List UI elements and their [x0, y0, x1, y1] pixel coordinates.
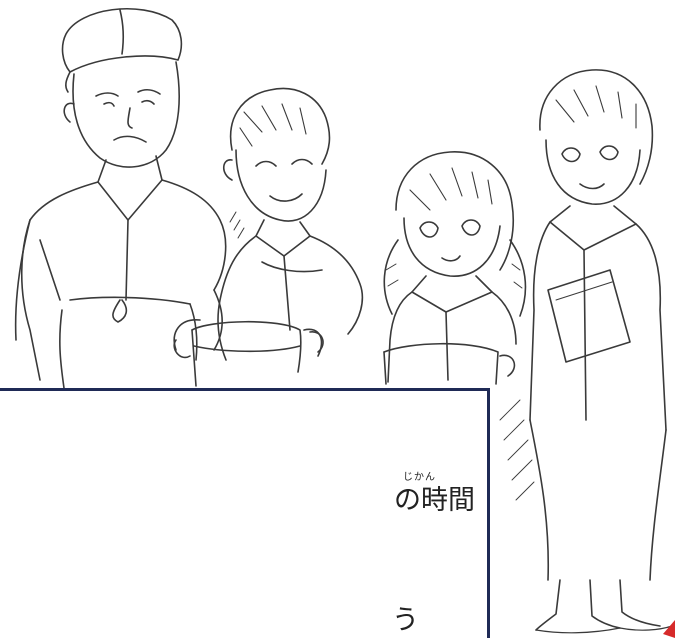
cook-figure: [14, 8, 245, 389]
teacher-figure: [499, 69, 673, 634]
text-panel: [0, 388, 490, 638]
panel-body-text: う: [392, 605, 419, 636]
panel-heading: の時間: [394, 485, 475, 516]
ruby-reading: じかん: [403, 472, 436, 483]
boy-figure: [173, 87, 364, 387]
corner-arrow-icon: [663, 620, 675, 638]
girl-figure: [383, 151, 527, 385]
